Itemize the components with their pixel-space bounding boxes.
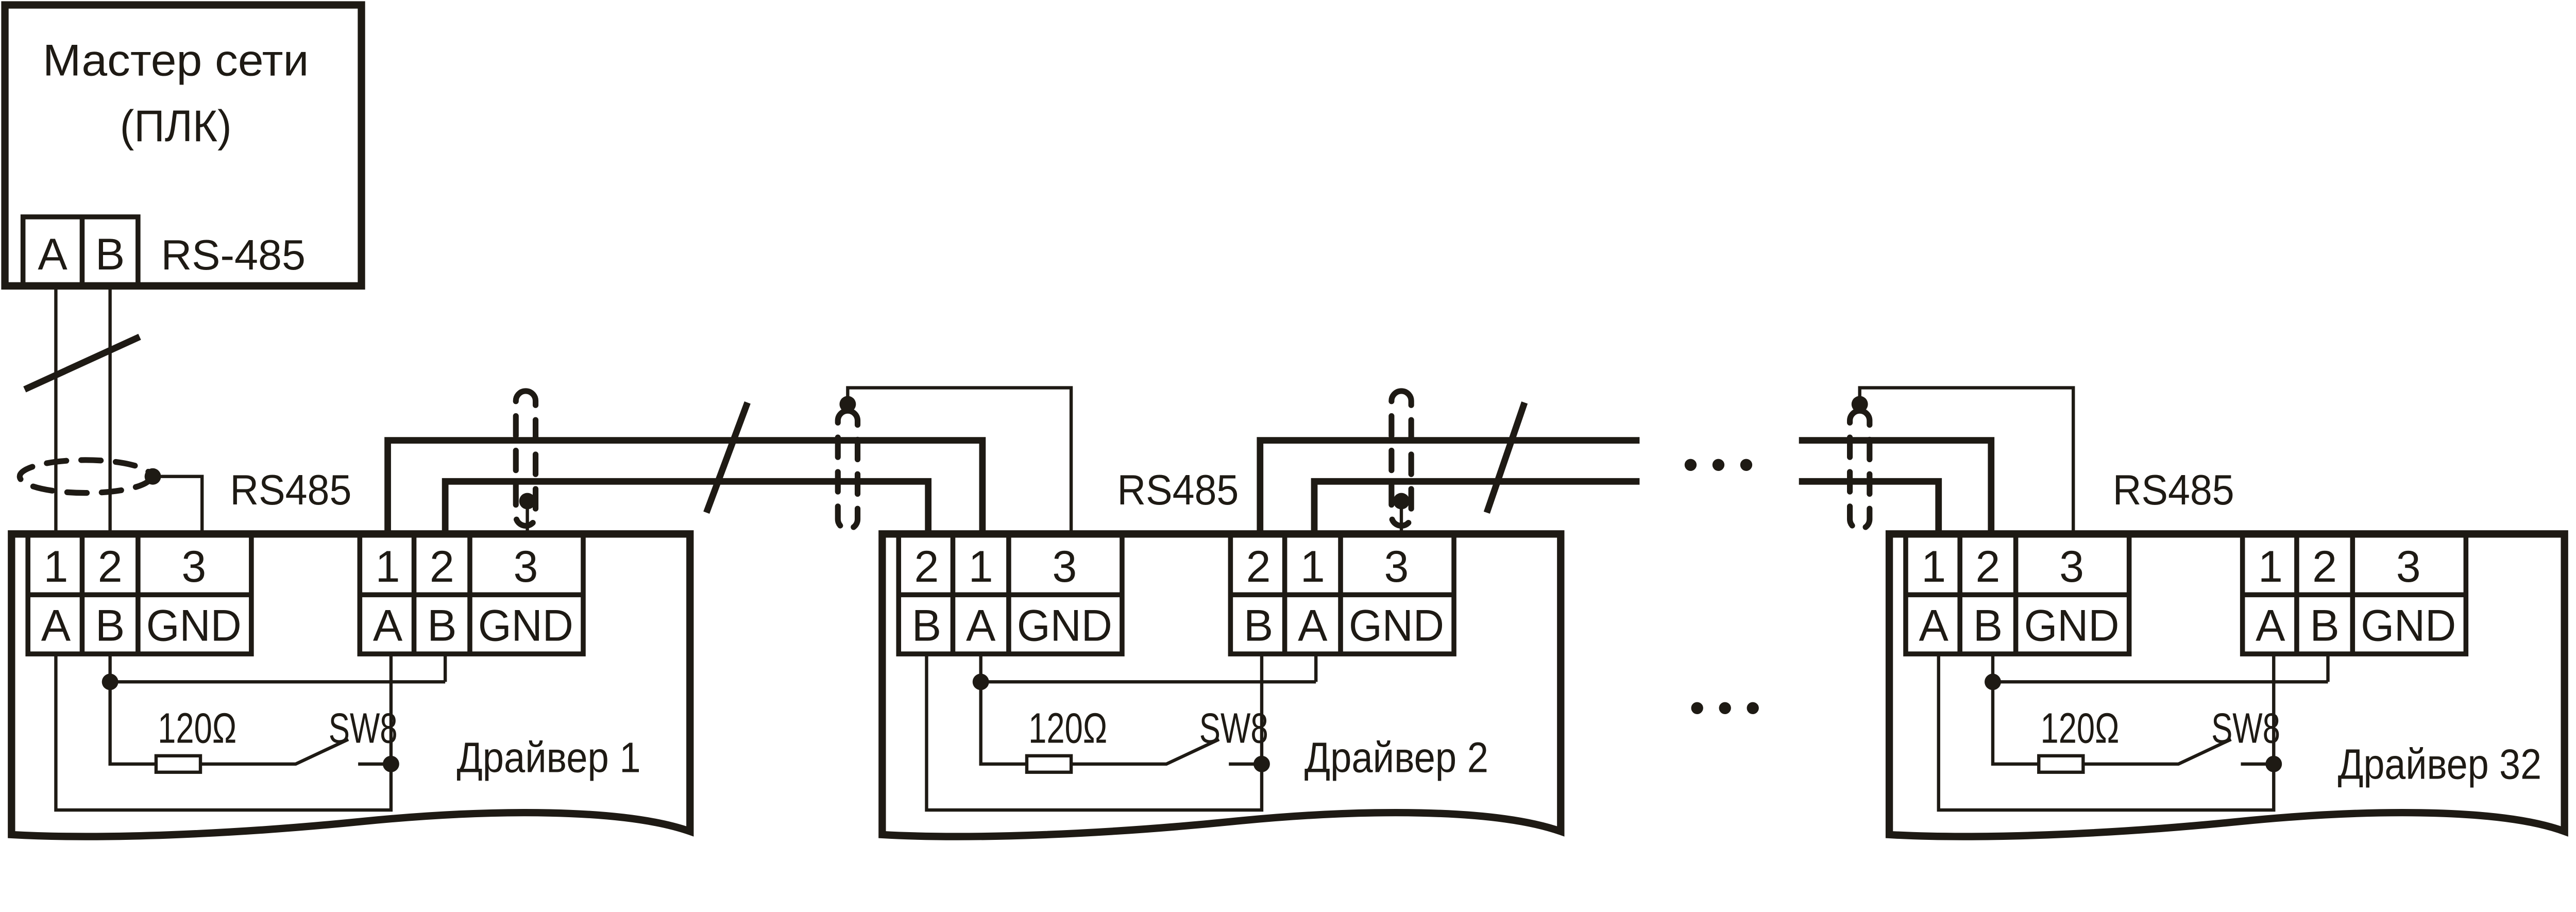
d2-resistor-label: 120Ω [1028,704,1107,752]
d32-b2-sig-3: GND [2361,601,2456,651]
d2-switch-label: SW8 [1199,704,1268,752]
d1-b1-sig-2: B [95,601,125,651]
cable-driver1-driver2 [384,386,1073,534]
d1-b1-sig-1: A [41,601,71,651]
cable-master-driver1 [16,285,204,534]
d32-b2-sig-2: B [2310,601,2339,651]
d32-b1-num-3: 3 [2059,542,2084,592]
d1-switch-label: SW8 [329,704,398,752]
d2-b2-sig-1: B [1244,601,1273,651]
driver-1: 1 2 3 A B GND 1 2 3 A B GND 120Ω SW8 Дра… [8,530,694,840]
d2-b1-num-1: 2 [914,542,939,592]
master-subtitle: (ПЛК) [120,102,232,151]
d32-b1-sig-3: GND [2024,601,2120,651]
d1-b1-sig-3: GND [146,601,242,651]
d1-resistor-label: 120Ω [158,704,236,752]
d32-switch-label: SW8 [2211,704,2280,752]
d2-b2-num-2: 1 [1300,542,1325,592]
d32-name: Драйвер 32 [2338,740,2541,788]
d2-b2-sig-3: GND [1349,601,1444,651]
master-title: Мастер сети [43,36,309,86]
d2-b1-num-3: 3 [1052,542,1077,592]
driver-32: 1 2 3 A B GND 1 2 3 A B GND 120Ω SW8 Дра… [1885,530,2568,840]
d1-b1-num-2: 2 [98,542,123,592]
d2-b2-num-3: 3 [1384,542,1409,592]
rs485-label-2: RS485 [1117,466,1239,514]
d1-b2-sig-2: B [427,601,456,651]
d32-b2-num-2: 2 [2312,542,2337,592]
d1-b1-num-1: 1 [43,542,68,592]
d2-b2-num-1: 2 [1246,542,1271,592]
d32-b2-sig-1: A [2256,601,2285,651]
rs485-label-1: RS485 [230,466,351,514]
d2-b1-num-2: 1 [969,542,993,592]
ellipsis-bus: • • • [1683,440,1754,489]
master-plc: Мастер сети (ПЛК) A B RS-485 [1,1,365,290]
d32-b1-num-1: 1 [1921,542,1946,592]
d1-b2-num-1: 1 [376,542,400,592]
d2-b1-sig-2: A [966,601,996,651]
d1-b2-num-2: 2 [430,542,454,592]
d32-b1-sig-2: B [1973,601,2003,651]
d2-name: Драйвер 2 [1304,734,1488,782]
d2-b1-sig-1: B [912,601,941,651]
master-terminal-a: A [38,230,67,279]
d32-resistor-label: 120Ω [2040,704,2119,752]
d1-b2-num-3: 3 [513,542,538,592]
rs485-wiring-diagram: Мастер сети (ПЛК) A B RS-485 RS485 RS485… [1,1,2568,840]
d2-b1-sig-3: GND [1017,601,1112,651]
d32-b2-num-1: 1 [2258,542,2283,592]
d32-b2-num-3: 3 [2396,542,2421,592]
cable-driver2-driver32: • • • [1257,386,2075,534]
master-interface-label: RS-485 [161,231,306,279]
ellipsis-drivers: • • • [1689,683,1760,733]
d1-b2-sig-1: A [373,601,403,651]
d1-b2-sig-3: GND [478,601,573,651]
master-terminal-b: B [95,230,125,279]
d1-name: Драйвер 1 [456,734,640,782]
d2-b2-sig-2: A [1298,601,1328,651]
d32-b1-num-2: 2 [1975,542,2000,592]
driver-2: 2 1 3 B A GND 2 1 3 B A GND 120Ω SW8 Дра… [878,530,1565,840]
d1-b1-num-3: 3 [181,542,206,592]
rs485-label-3: RS485 [2113,466,2234,514]
d32-b1-sig-1: A [1919,601,1948,651]
